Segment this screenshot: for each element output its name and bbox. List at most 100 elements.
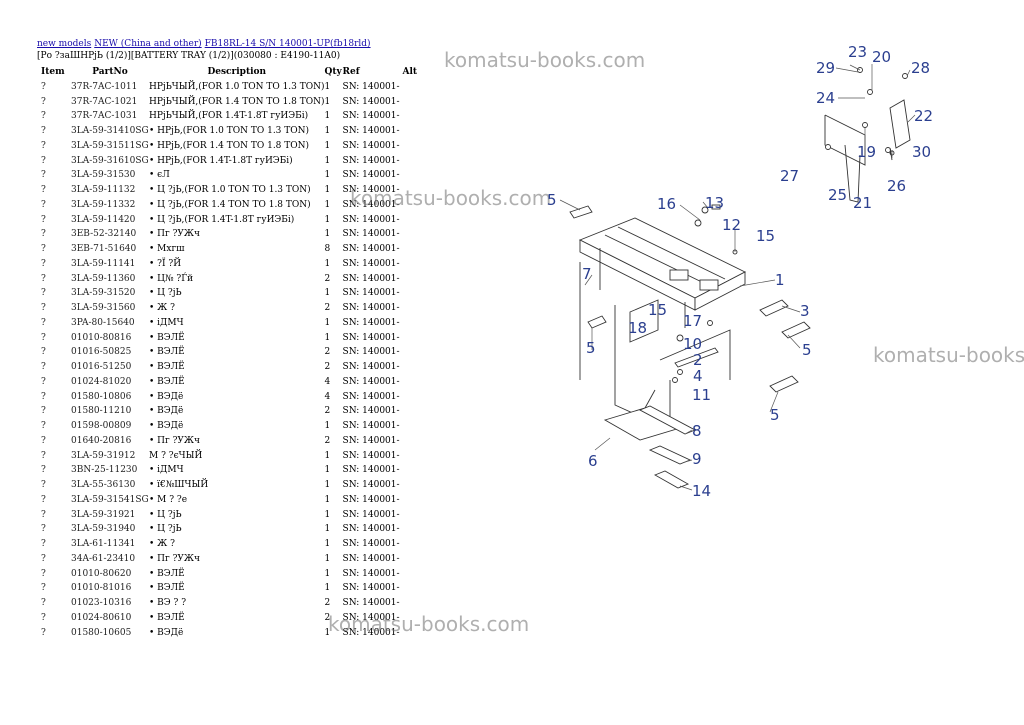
cell-qty: 1 (324, 332, 331, 343)
cell-alt (403, 286, 423, 301)
cell-alt (403, 463, 423, 478)
breadcrumb-link-new-china[interactable]: NEW (China and other) (94, 39, 202, 49)
cell-alt (403, 139, 423, 154)
parts-table: Item PartNo Description Qty Ref Alt ?37R… (37, 65, 423, 640)
cell-qty: 1 (324, 583, 331, 594)
cell-item: ? (41, 111, 46, 122)
cell-alt (403, 316, 423, 331)
cell-alt (403, 478, 423, 493)
table-row: ?3LA-59-11132• Ц ?jЬ,(FOR 1.0 TON TO 1.3… (37, 183, 423, 198)
cell-item: ? (41, 612, 46, 623)
callout-22: 22 (914, 107, 933, 125)
cell-qty: 1 (324, 288, 331, 299)
watermark-text: komatsu-books.com (350, 186, 552, 210)
watermark-text: komatsu-books.com (328, 612, 530, 636)
cell-alt (403, 213, 423, 228)
cell-ref: SN: 140001- (342, 317, 400, 328)
cell-partno: 3LA-59-11360 (71, 273, 136, 284)
cell-item: ? (41, 598, 46, 608)
cell-item: ? (41, 480, 46, 490)
cell-ref: SN: 140001- (342, 81, 400, 92)
cell-partno: 01010-80816 (71, 332, 132, 343)
breadcrumb-link-model[interactable]: FB18RL-14 S/N 140001-UP(fb18rld) (204, 39, 371, 49)
cell-item: ? (41, 140, 46, 151)
cell-ref: SN: 140001- (342, 362, 400, 372)
cell-qty: 2 (324, 598, 331, 608)
cell-ref: SN: 140001- (342, 391, 400, 402)
cell-partno: 01640-20816 (71, 435, 132, 446)
column-header-item: Item (41, 67, 65, 77)
cell-item: ? (41, 199, 46, 210)
cell-alt (403, 345, 423, 360)
cell-description: НРјЬЧЫЙ,(FOR 1.4T-1.8T гуИЭБі) (149, 111, 309, 122)
callout-5a: 5 (547, 191, 557, 209)
cell-description: • ВЭЛЁ (149, 583, 185, 594)
cell-partno: 3BN-25-11230 (71, 465, 138, 476)
column-header-ref: Ref (342, 67, 360, 77)
slide-rails (569, 205, 811, 489)
cell-qty: 2 (324, 406, 331, 417)
cell-qty: 1 (324, 81, 331, 92)
cell-partno: 01016-51250 (71, 362, 132, 372)
cell-partno: 3LA-59-31530 (71, 170, 136, 181)
battery-tray-exploded-diagram: 1 2 3 4 5 5 5 5 6 7 8 9 10 11 12 13 14 1… (547, 43, 933, 500)
cell-ref: SN: 140001- (342, 539, 400, 549)
cell-qty: 1 (324, 553, 331, 564)
cell-partno: 01580-10605 (71, 627, 132, 638)
cell-ref: SN: 140001- (342, 244, 400, 254)
cell-ref: SN: 140001- (342, 450, 400, 461)
cell-qty: 1 (324, 155, 331, 166)
cell-ref: SN: 140001- (342, 406, 400, 417)
cell-qty: 1 (324, 111, 331, 122)
cell-qty: 1 (324, 421, 331, 431)
cell-description: • ВЭЛЁ (149, 347, 185, 358)
cell-ref: SN: 140001- (342, 435, 400, 446)
cell-alt (403, 522, 423, 537)
callout-28: 28 (911, 59, 930, 77)
cell-alt (403, 227, 423, 242)
cell-partno: 3LA-59-11420 (71, 214, 136, 225)
cell-qty: 1 (324, 126, 331, 136)
cell-partno: 3LA-59-31610SG (71, 155, 149, 166)
callout-12: 12 (722, 216, 741, 234)
cell-alt (403, 404, 423, 419)
cell-qty: 2 (324, 273, 331, 284)
cell-description: • ВЭЛЁ (149, 376, 185, 387)
breadcrumb-link-new-models[interactable]: new models (37, 39, 92, 49)
cell-ref: SN: 140001- (342, 509, 400, 520)
cell-item: ? (41, 421, 46, 431)
cell-description: • Ж ? (149, 303, 175, 313)
cell-item: ? (41, 244, 46, 254)
cell-qty: 1 (324, 524, 331, 535)
cell-partno: 3LA-59-31912 (71, 450, 136, 461)
page-subtitle: [Ро ?заШНРјЬ (1/2)][BATTERY TRAY (1/2)](… (37, 51, 341, 61)
cell-qty: 1 (324, 96, 331, 107)
cell-alt (403, 168, 423, 183)
cell-qty: 1 (324, 140, 331, 151)
cell-partno: 01024-81020 (71, 376, 132, 387)
cell-item: ? (41, 347, 46, 358)
cell-ref: SN: 140001- (342, 494, 400, 505)
callout-20: 20 (872, 48, 891, 66)
cell-ref: SN: 140001- (342, 258, 400, 269)
callout-29: 29 (816, 59, 835, 77)
cell-qty: 1 (324, 185, 331, 195)
callout-14: 14 (692, 482, 711, 500)
callout-19: 19 (857, 143, 876, 161)
cell-item: ? (41, 494, 46, 505)
cell-qty: 1 (324, 494, 331, 505)
